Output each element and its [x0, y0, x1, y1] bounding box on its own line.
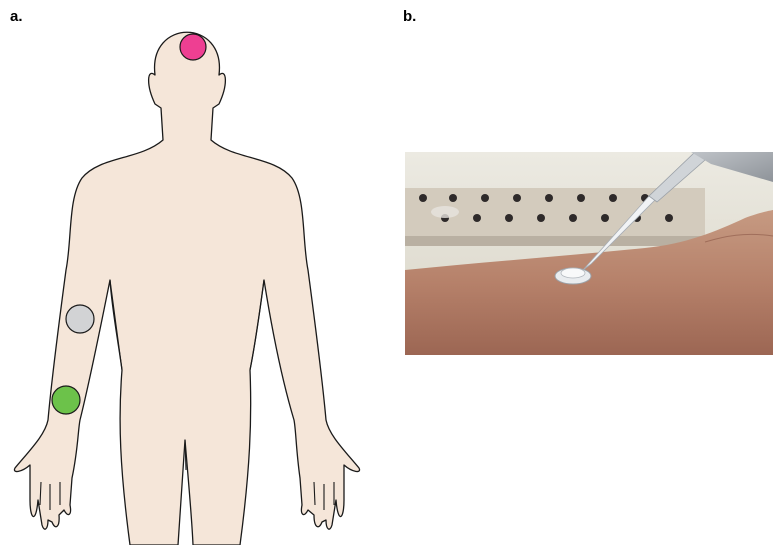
sampling-capsule: [555, 268, 591, 284]
lower-forearm-site: [52, 386, 80, 414]
panel-label-b: b.: [403, 8, 416, 25]
body-silhouette: [14, 32, 359, 545]
forehead-site: [180, 34, 206, 60]
photo-pipette-on-forearm: [405, 152, 773, 355]
body-diagram: [0, 0, 400, 545]
upper-forearm-site: [66, 305, 94, 333]
